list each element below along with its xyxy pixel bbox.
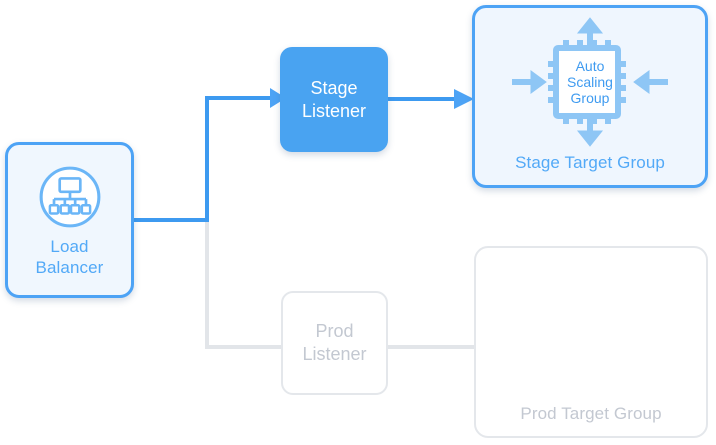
- load-balancer-label: Load Balancer: [36, 236, 104, 278]
- stage-listener-label: Stage Listener: [302, 77, 366, 123]
- stage-branch-line: [130, 96, 275, 222]
- prod-listener-label: Prod Listener: [302, 320, 366, 366]
- connector-load-balancer-to-prod-listener: [130, 205, 290, 365]
- connector-stage-tail-svg: [386, 89, 474, 109]
- prod-target-group-label: Prod Target Group: [520, 404, 662, 423]
- stage-target-group-label: Stage Target Group: [515, 153, 665, 172]
- load-balancer-label-line1: Load: [50, 237, 89, 256]
- scale-arrow-right-icon: [512, 70, 547, 94]
- stage-branch-arrowhead: [270, 88, 286, 108]
- stage-listener-label-line2: Listener: [301, 100, 367, 121]
- auto-scaling-group-chip-icon: Auto Scaling Group: [510, 16, 670, 148]
- connector-prod-tail-svg: [386, 345, 478, 349]
- stage-target-group-icon-area: Auto Scaling Group: [475, 8, 705, 152]
- load-balancer-hierarchy-icon-svg: [39, 166, 100, 228]
- node-prod-target-group[interactable]: Prod Target Group: [474, 246, 708, 438]
- load-balancer-label-line2: Balancer: [35, 258, 104, 277]
- connector-load-balancer-to-stage-listener: [130, 85, 290, 225]
- prod-listener-label-line1: Prod: [315, 321, 354, 341]
- node-prod-listener[interactable]: Prod Listener: [281, 291, 388, 395]
- auto-scaling-group-chip-icon-svg: [512, 17, 668, 147]
- chip-body: [553, 45, 621, 119]
- node-stage-listener[interactable]: Stage Listener: [280, 47, 388, 152]
- prod-target-group-icon-area: [476, 248, 706, 403]
- stage-listener-label-line1: Stage: [310, 77, 358, 98]
- connector-stage-listener-to-stage-target-group: [386, 86, 478, 112]
- scale-arrow-left-icon: [633, 70, 668, 94]
- prod-branch-line: [130, 218, 284, 349]
- connector-prod-listener-to-prod-target-group: [386, 339, 478, 355]
- node-stage-target-group[interactable]: Auto Scaling Group Stage Target Group: [472, 5, 708, 188]
- stage-tail-arrowhead: [454, 89, 474, 109]
- connector-prod-path-svg: [130, 218, 284, 349]
- connector-stage-branch-svg: [130, 88, 286, 222]
- prod-listener-label-line2: Listener: [302, 344, 367, 364]
- load-balancer-hierarchy-icon: [37, 164, 103, 230]
- node-load-balancer[interactable]: Load Balancer: [5, 142, 134, 298]
